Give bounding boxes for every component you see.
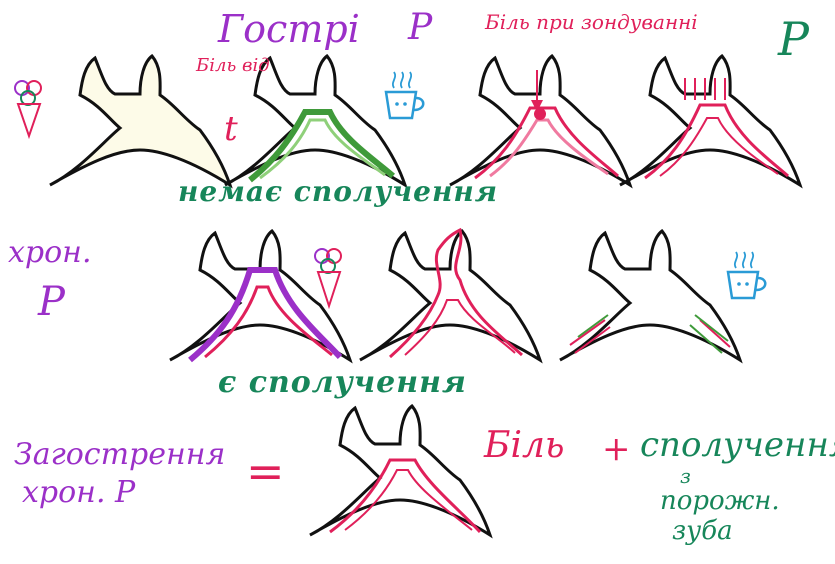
tooth-chronic-connection	[360, 230, 540, 360]
ice-cream-icon	[315, 249, 341, 306]
connection-label: є сполучення	[218, 368, 467, 398]
exacerbation-chronic-label: хрон. Р	[22, 478, 135, 508]
tooth-probe-spot	[450, 56, 630, 185]
equals-sign: =	[246, 448, 285, 494]
probe-p-label: Р	[778, 16, 809, 62]
tooth-chronic-purple	[170, 231, 350, 360]
cavity-label: порожн.	[660, 488, 780, 514]
with-label: з	[680, 466, 691, 486]
temperature-label: t	[224, 112, 238, 146]
tooth-chronic-roots	[560, 231, 740, 360]
tooth-exacerbation	[310, 406, 490, 535]
acute-p-label: Р	[408, 10, 432, 46]
exacerbation-label: Загострення	[14, 440, 225, 470]
plus-sign: +	[602, 432, 631, 466]
probe-pain-label: Біль при зондуванні	[485, 12, 698, 32]
tooth-probe-arrows	[620, 56, 800, 185]
ice-cream-icon	[15, 81, 41, 136]
chronic-p-label: Р	[38, 282, 65, 322]
acute-label: Гострі	[218, 10, 360, 48]
hot-cup-icon	[386, 72, 423, 118]
tooth-label: зуба	[672, 518, 733, 544]
hot-cup-icon	[728, 252, 765, 298]
pain-from-label: Біль від	[196, 56, 270, 76]
chronic-label: хрон.	[8, 238, 91, 268]
connection-2-label: сполучення	[640, 428, 835, 462]
pain-label: Біль	[484, 428, 565, 464]
no-connection-label: немає сполучення	[178, 178, 498, 206]
